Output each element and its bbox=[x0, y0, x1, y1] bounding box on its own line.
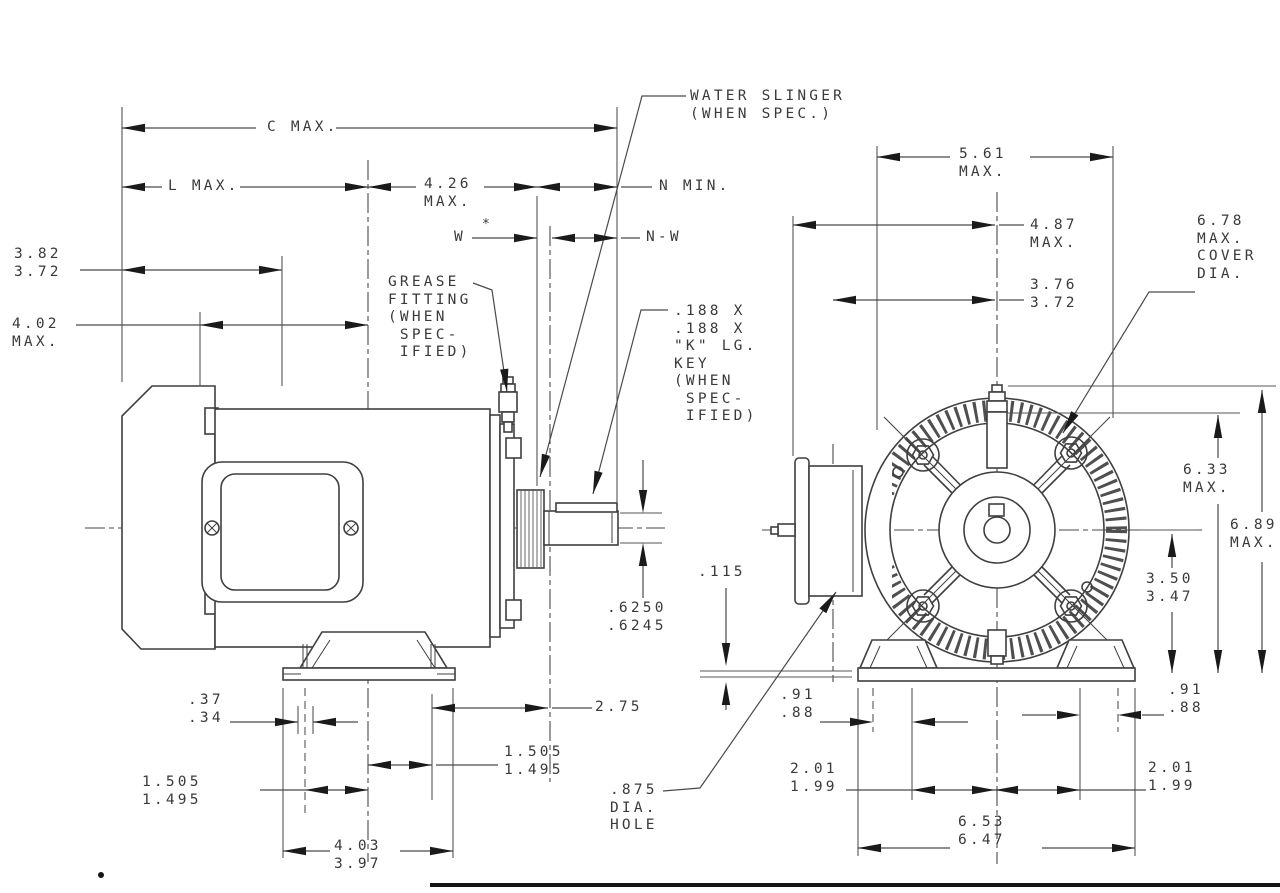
mounting-foot-gusset bbox=[298, 631, 449, 669]
left-side-view bbox=[121, 376, 619, 681]
extension-lines bbox=[121, 107, 1276, 858]
mounting-foot-plate bbox=[282, 667, 456, 681]
page-border-bottom bbox=[430, 883, 1280, 887]
bell-bolt-bottom bbox=[505, 599, 522, 621]
grease-fitting-front bbox=[986, 384, 1008, 469]
cooling-fin-ring bbox=[867, 400, 1127, 660]
grease-fitting-leader bbox=[472, 282, 508, 393]
key-leader bbox=[592, 309, 668, 495]
cover-dia-leader bbox=[1062, 291, 1195, 434]
shaft bbox=[543, 510, 619, 546]
conduit-box bbox=[808, 465, 863, 597]
shaft-bore bbox=[983, 516, 1011, 544]
grease-fitting bbox=[498, 376, 518, 433]
terminal-box-screw-right bbox=[343, 520, 359, 536]
keyway bbox=[988, 503, 1005, 517]
water-slinger-leader bbox=[539, 95, 686, 478]
cover-bolt-br bbox=[1054, 589, 1088, 623]
drain-tube-bottom bbox=[987, 629, 1007, 665]
rear-end-bell bbox=[121, 385, 216, 650]
front-end-view bbox=[770, 384, 1136, 682]
drain-hole-lower bbox=[1081, 581, 1093, 593]
terminal-box-screw-left bbox=[204, 520, 220, 536]
conduit-box-bolt bbox=[777, 523, 796, 537]
drain-hole-upper bbox=[892, 466, 904, 478]
foot-plate-front bbox=[857, 667, 1136, 682]
page-mark-dot bbox=[98, 872, 104, 878]
terminal-box-cover bbox=[220, 473, 340, 591]
front-end-bell-flange bbox=[489, 414, 501, 638]
hole-leader bbox=[662, 591, 837, 792]
water-slinger bbox=[516, 489, 545, 569]
shaft-key bbox=[555, 502, 618, 513]
leader-lines bbox=[472, 95, 1195, 792]
conduit-box-flange bbox=[794, 457, 810, 605]
bell-bolt-top bbox=[505, 437, 522, 459]
